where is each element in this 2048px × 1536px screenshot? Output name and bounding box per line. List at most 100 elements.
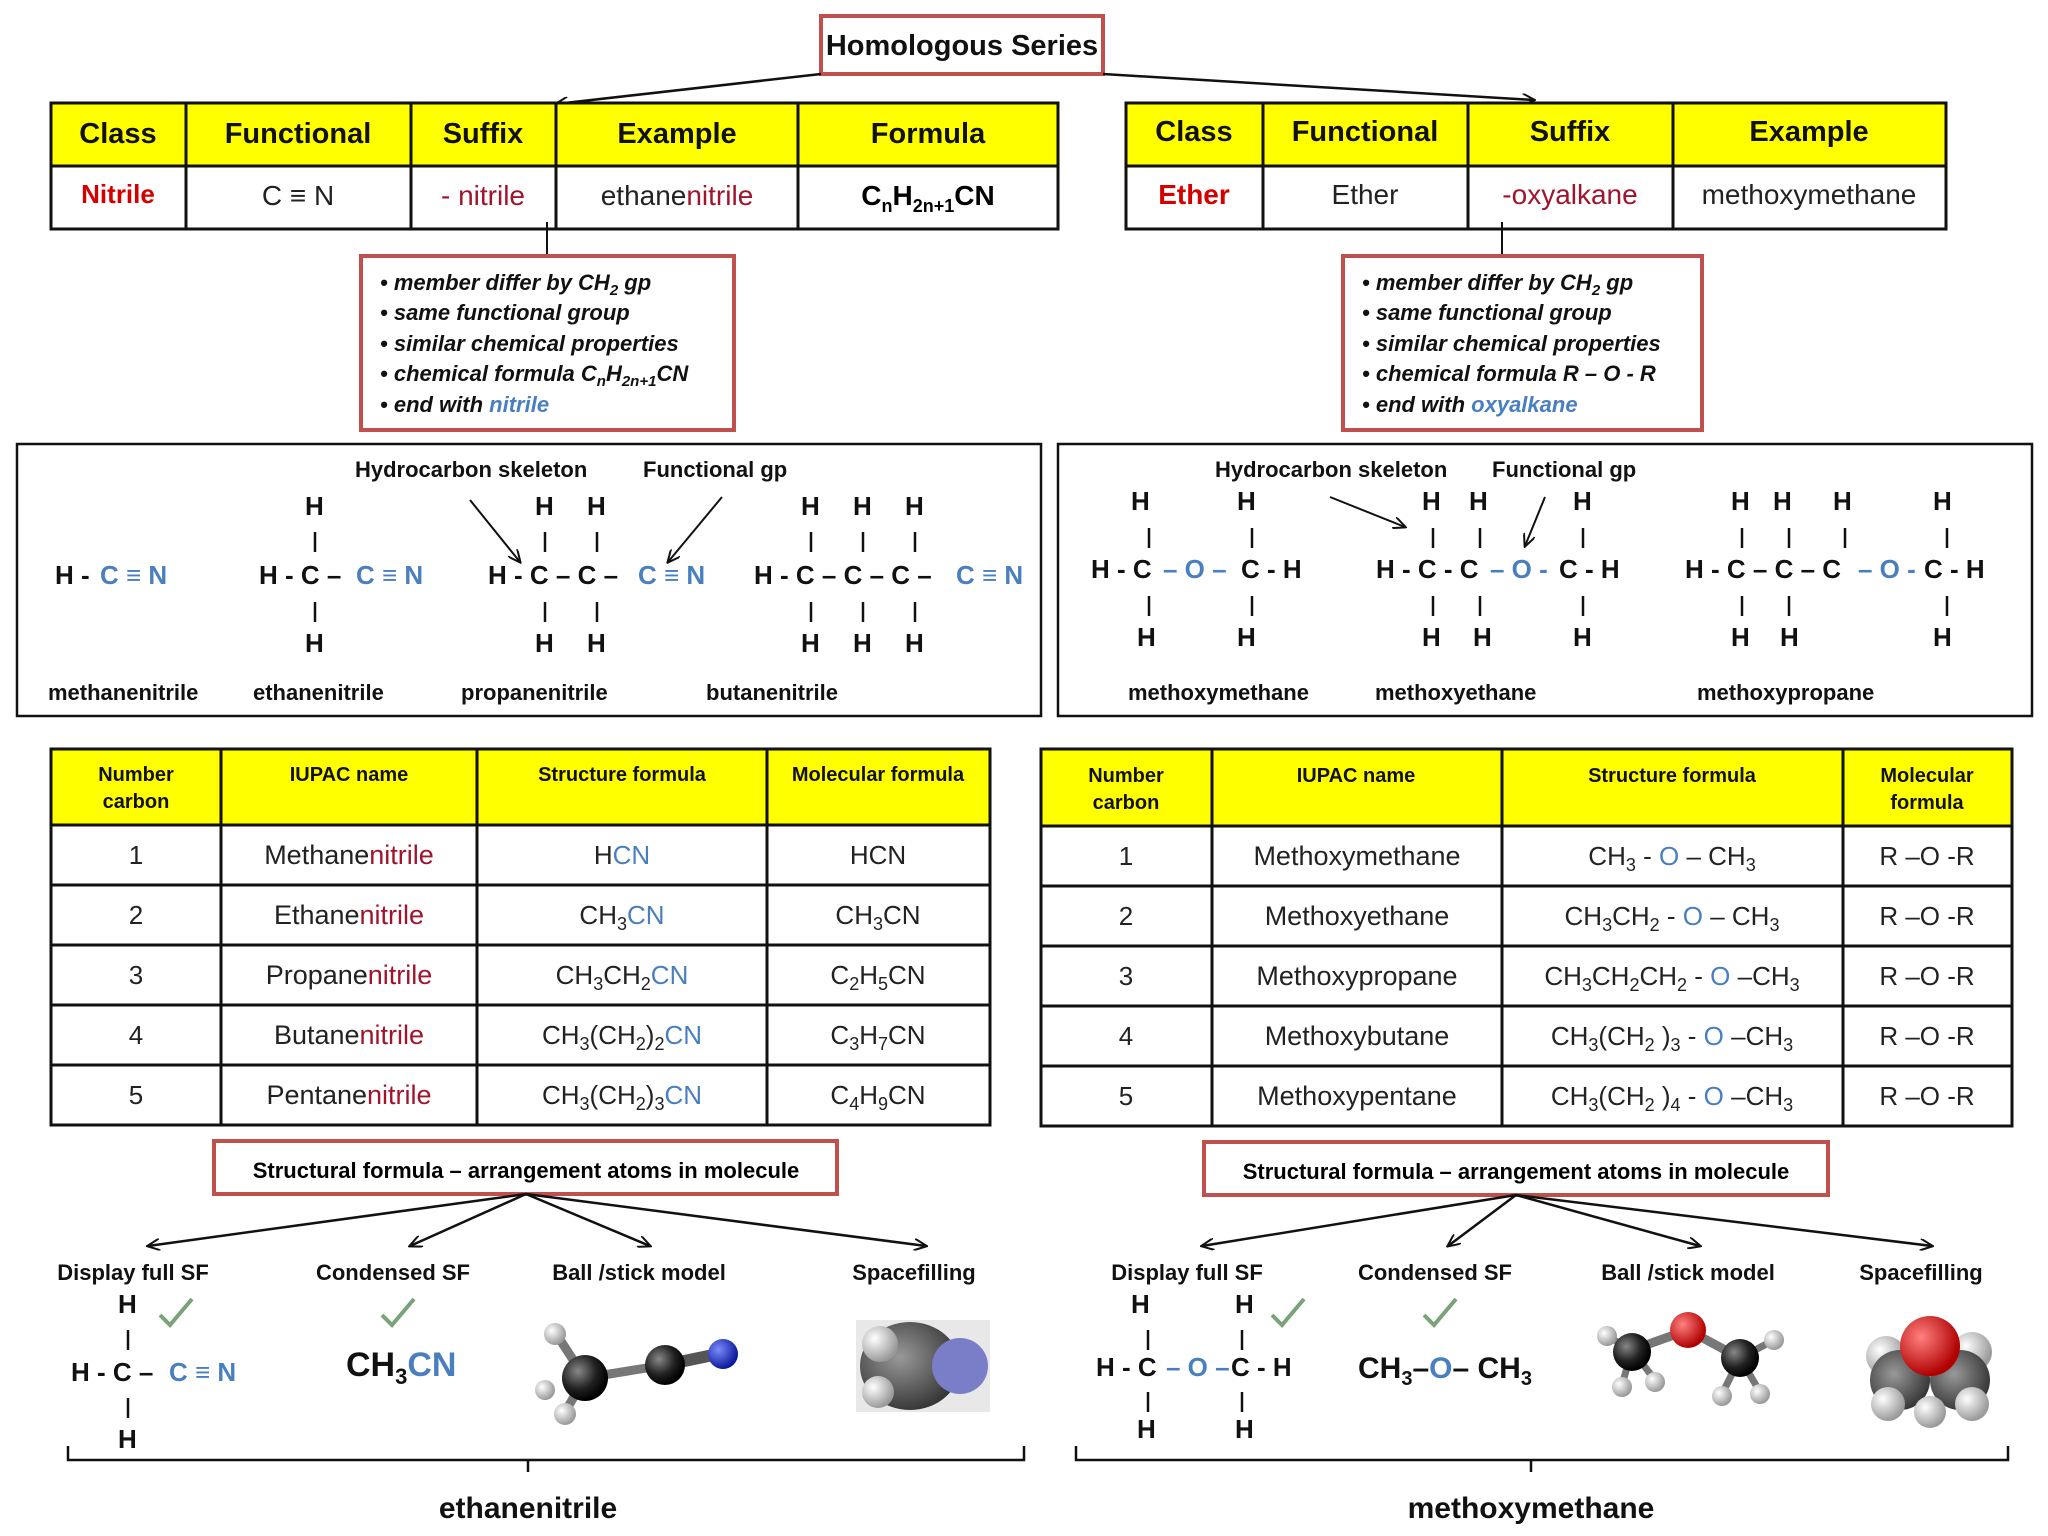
ether-row-iupac: Methoxybutane: [1265, 1021, 1450, 1051]
svg-text:H: H: [1773, 486, 1792, 516]
svg-text:CH3(CH2 )3 - O –CH3: CH3(CH2 )3 - O –CH3: [1551, 1021, 1793, 1055]
svg-text:C ≡ N: C ≡ N: [638, 560, 705, 590]
nitrile-note-4: • chemical formula CnH2n+1CN: [380, 361, 689, 390]
check-icon: [1270, 1297, 1306, 1328]
svg-text:H: H: [1473, 622, 1492, 652]
ether-functional-gp-label: Functional gp: [1492, 457, 1636, 482]
svg-text:H: H: [118, 1424, 137, 1454]
ether-row-number: 5: [1119, 1081, 1133, 1111]
svg-text:H - C – C – C –: H - C – C – C –: [754, 560, 932, 590]
ether-row-iupac: Methoxyethane: [1265, 901, 1450, 931]
ether-th-carbon: carbon: [1093, 792, 1160, 814]
ether-row-number: 3: [1119, 961, 1133, 991]
svg-text:H: H: [1235, 1289, 1254, 1319]
nitrile-brace: [66, 1446, 1026, 1472]
nitrile-row-iupac: Ethanenitrile: [274, 900, 424, 930]
svg-text:H - C - C: H - C - C: [1376, 554, 1479, 584]
nitrile-display-full-sf: Display full SF: [57, 1260, 209, 1285]
ether-row-molecular: R –O -R: [1879, 841, 1974, 871]
nitrile-hdr-class: Class: [79, 118, 156, 150]
svg-text:H: H: [1237, 622, 1256, 652]
svg-text:H - C – C – C: H - C – C – C: [1685, 554, 1841, 584]
methoxypropane-name: methoxypropane: [1697, 680, 1874, 705]
svg-text:H: H: [1780, 622, 1799, 652]
svg-text:– O -: – O -: [1858, 554, 1916, 584]
nitrile-class: Nitrile: [81, 179, 155, 209]
bottom-name-left: ethanenitrile: [439, 1492, 617, 1525]
check-icon: [1422, 1297, 1458, 1328]
ether-row-molecular: R –O -R: [1879, 961, 1974, 991]
nitrile-ball-stick-model: [535, 1323, 738, 1425]
nitrile-th-number: Number: [98, 764, 174, 786]
nitrile-th-iupac: IUPAC name: [290, 764, 409, 786]
svg-text:H: H: [1235, 1414, 1254, 1444]
nitrile-example: ethanenitrile: [601, 180, 754, 211]
svg-text:H: H: [1422, 622, 1441, 652]
nitrile-row-iupac: Butanenitrile: [274, 1020, 424, 1050]
svg-text:H: H: [905, 491, 924, 521]
ether-note-2: • same functional group: [1362, 300, 1612, 325]
svg-text:CH3CN: CH3CN: [835, 900, 920, 934]
svg-text:H: H: [1933, 622, 1952, 652]
title-arrows: [556, 72, 1534, 104]
svg-text:H: H: [1731, 622, 1750, 652]
ether-condensed-formula: CH3–O– CH3: [1358, 1352, 1532, 1390]
nitrile-formula-cells: HCN HCN CH3CN CH3CN CH3CH2CN C2H5CN CH3(…: [542, 840, 926, 1114]
svg-text:H - C – C –: H - C – C –: [488, 560, 618, 590]
svg-text:C ≡ N: C ≡ N: [169, 1357, 236, 1387]
svg-text:H: H: [1573, 486, 1592, 516]
ether-hdr-class: Class: [1155, 116, 1232, 148]
ethanenitrile-structure: H H - C – C ≡ N H: [259, 491, 423, 658]
nitrile-hdr-formula: Formula: [871, 118, 986, 150]
nitrile-th-structure: Structure formula: [538, 764, 707, 786]
ether-row-number: 4: [1119, 1021, 1133, 1051]
nitrile-sf-text: Structural formula – arrangement atoms i…: [253, 1158, 799, 1183]
ether-row-iupac: Methoxypropane: [1256, 961, 1457, 991]
ether-table: Number carbon IUPAC name Structure formu…: [1039, 747, 2014, 1128]
nitrile-condensed-sf: Condensed SF: [316, 1260, 470, 1285]
svg-text:H: H: [1933, 486, 1952, 516]
nitrile-spacefilling-model: [856, 1320, 990, 1412]
ether-row-number: 1: [1119, 841, 1133, 871]
title-box: Homologous Series: [819, 14, 1105, 76]
svg-text:H: H: [587, 628, 606, 658]
ether-note-1: • member differ by CH2 gp: [1362, 270, 1633, 299]
svg-text:C - H: C - H: [1924, 554, 1985, 584]
nitrile-sf-box: Structural formula – arrangement atoms i…: [212, 1139, 839, 1196]
nitrile-row-iupac: Pentanenitrile: [266, 1080, 431, 1110]
nitrile-spacefilling: Spacefilling: [852, 1260, 975, 1285]
svg-text:C ≡ N: C ≡ N: [356, 560, 423, 590]
svg-text:C2H5CN: C2H5CN: [830, 960, 925, 994]
nitrile-notes-box: • member differ by CH2 gp • same functio…: [359, 254, 736, 432]
ether-hdr-example: Example: [1749, 116, 1868, 148]
svg-text:H: H: [905, 628, 924, 658]
sf-arrows: [148, 1192, 1932, 1246]
ether-note-3: • similar chemical properties: [1362, 331, 1661, 356]
ether-brace: [1074, 1446, 2010, 1472]
functional-gp-label: Functional gp: [643, 457, 787, 482]
svg-text:CH3CH2CH2 - O –CH3: CH3CH2CH2 - O –CH3: [1544, 961, 1799, 995]
svg-text:C ≡ N: C ≡ N: [100, 560, 167, 590]
nitrile-row-iupac: Methanenitrile: [264, 840, 434, 870]
ether-functional: Ether: [1332, 179, 1399, 210]
bottom-name-right: methoxymethane: [1408, 1492, 1655, 1525]
nitrile-formula: CnH2n+1CN: [861, 180, 994, 216]
svg-text:CH3(CH2)2CN: CH3(CH2)2CN: [542, 1020, 702, 1054]
ether-row-number: 2: [1119, 901, 1133, 931]
svg-text:H: H: [118, 1289, 137, 1319]
ether-th-iupac: IUPAC name: [1297, 765, 1416, 787]
ether-ball-stick: Ball /stick model: [1601, 1260, 1775, 1285]
ether-th-molecular: Molecular: [1880, 765, 1974, 787]
ethanenitrile-name: ethanenitrile: [253, 680, 384, 705]
methoxymethane-name: methoxymethane: [1128, 680, 1309, 705]
svg-text:H: H: [801, 628, 820, 658]
nitrile-th-molecular: Molecular formula: [792, 764, 965, 786]
nitrile-header-table: Class Functional Suffix Example Formula …: [49, 101, 1060, 231]
svg-text:HCN: HCN: [594, 840, 650, 870]
svg-text:H: H: [1422, 486, 1441, 516]
svg-text:C - H: C - H: [1559, 554, 1620, 584]
